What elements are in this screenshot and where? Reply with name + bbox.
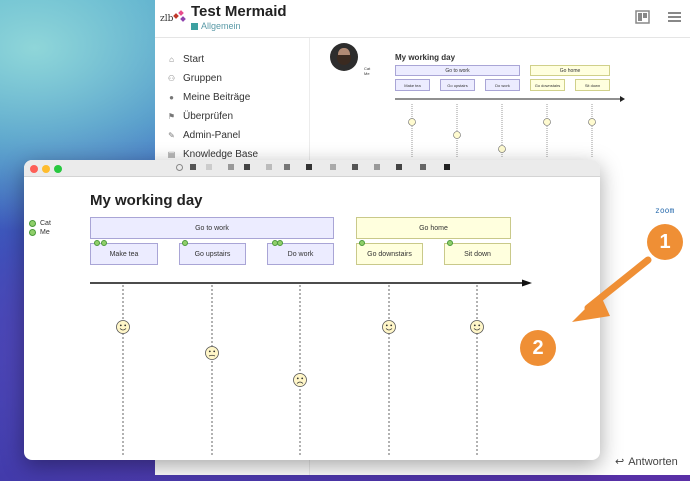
user-icon: ●	[169, 92, 174, 102]
timeline-arrowhead	[522, 279, 532, 287]
annotation-arrow-icon	[572, 256, 652, 322]
logo-text: zlb	[160, 14, 174, 24]
category-badge[interactable]: Allgemein	[191, 21, 241, 31]
book-icon: ▤	[167, 149, 176, 159]
timeline	[90, 279, 532, 455]
sidebar-item-start[interactable]: ⌂ Start	[167, 51, 204, 67]
actor-me-dot	[447, 240, 453, 246]
annotation-badge-1: 1	[647, 224, 683, 260]
wrench-icon: ✎	[168, 130, 175, 140]
actor-cat-dot	[94, 240, 100, 246]
sidebar-item-label: Start	[183, 53, 205, 65]
mini-legend-cat: Cat	[364, 66, 371, 71]
diagram-title: My working day	[90, 192, 203, 209]
happy-face-icon	[382, 320, 396, 334]
sidebar-item-gruppen[interactable]: ⚇ Gruppen	[167, 70, 222, 86]
sidebar: ⌂ Start ⚇ Gruppen ● Meine Beiträge ⚑ Übe…	[155, 38, 310, 475]
reply-icon: ↩	[615, 456, 625, 468]
legend-item-me: Me	[29, 229, 50, 236]
mermaid-preview[interactable]: My working day Cat Me Go to work Go home…	[364, 50, 635, 160]
maximize-icon[interactable]	[54, 165, 62, 173]
topic-title[interactable]: Test Mermaid	[191, 3, 287, 20]
category-color-swatch	[191, 22, 198, 30]
mini-task: Make tea	[395, 79, 430, 91]
mini-task: Do work	[485, 79, 520, 91]
sidebar-item-label: Admin-Panel	[183, 129, 241, 141]
mini-task: Go upstairs	[440, 79, 475, 91]
legend-label: Cat	[40, 220, 51, 227]
flag-icon: ⚑	[167, 111, 176, 121]
home-icon: ⌂	[169, 54, 174, 64]
window-titlebar[interactable]	[24, 160, 600, 177]
legend-label: Me	[40, 229, 50, 236]
section-go-to-work: Go to work	[90, 217, 334, 239]
happy-face-icon	[116, 320, 130, 334]
task-go-downstairs: Go downstairs	[356, 243, 423, 265]
avatar-beard	[337, 55, 351, 65]
task-sit-down: Sit down	[444, 243, 511, 265]
close-icon[interactable]	[30, 165, 38, 173]
cat-legend-dot	[29, 220, 36, 227]
mermaid-zoom-window[interactable]: My working day Cat Me Go to work Go home…	[24, 160, 600, 460]
sidebar-item-label: Meine Beiträge	[183, 91, 251, 103]
reply-label: Antworten	[628, 455, 678, 468]
minimize-icon[interactable]	[42, 165, 50, 173]
site-logo[interactable]: zlb	[160, 8, 186, 28]
reply-button[interactable]: ↩ Antworten	[615, 455, 678, 469]
zoom-label[interactable]: zoom	[655, 206, 675, 215]
menu-icon[interactable]	[667, 10, 682, 24]
sidebar-item-knowledge-base[interactable]: ▤ Knowledge Base	[167, 146, 258, 162]
happy-face-icon	[470, 320, 484, 334]
sidebar-item-label: Knowledge Base	[183, 148, 259, 160]
mini-legend-me: Me	[364, 71, 370, 76]
actor-me-dot	[101, 240, 107, 246]
task-make-tea: Make tea	[90, 243, 158, 265]
task-do-work: Do work	[267, 243, 334, 265]
actor-me-dot	[359, 240, 365, 246]
logo-mark-icon	[173, 10, 186, 22]
sidebar-item-label: Gruppen	[183, 72, 222, 84]
users-icon: ⚇	[167, 73, 176, 83]
mini-legend: Cat Me	[364, 66, 370, 76]
neutral-face-icon	[205, 346, 219, 360]
journey-diagram: My working day Cat Me Go to work Go home…	[24, 177, 600, 460]
sidebar-item-admin-panel[interactable]: ✎ Admin-Panel	[167, 127, 240, 143]
task-go-upstairs: Go upstairs	[179, 243, 246, 265]
actor-me-dot	[277, 240, 283, 246]
mini-task: Go downstairs	[530, 79, 565, 91]
layout-icon[interactable]	[635, 10, 650, 24]
sidebar-item-ueberpruefen[interactable]: ⚑ Überprüfen	[167, 108, 233, 124]
annotation-badge-2: 2	[520, 330, 556, 366]
mini-section-go-home: Go home	[530, 65, 610, 76]
actor-me-dot	[182, 240, 188, 246]
legend-item-cat: Cat	[29, 220, 51, 227]
section-go-home: Go home	[356, 217, 511, 239]
app-header: zlb Test Mermaid Allgemein	[155, 0, 690, 38]
me-legend-dot	[29, 229, 36, 236]
mini-timeline	[395, 96, 625, 158]
mini-task: Sit down	[575, 79, 610, 91]
sidebar-item-label: Überprüfen	[183, 110, 234, 122]
mini-section-go-to-work: Go to work	[395, 65, 520, 76]
toolbar-strip	[176, 164, 466, 171]
sad-face-icon	[293, 373, 307, 387]
avatar[interactable]	[330, 43, 358, 71]
post	[312, 38, 690, 475]
category-label: Allgemein	[201, 21, 241, 31]
sidebar-item-meine-beitraege[interactable]: ● Meine Beiträge	[167, 89, 250, 105]
mini-chart-title: My working day	[395, 53, 456, 62]
